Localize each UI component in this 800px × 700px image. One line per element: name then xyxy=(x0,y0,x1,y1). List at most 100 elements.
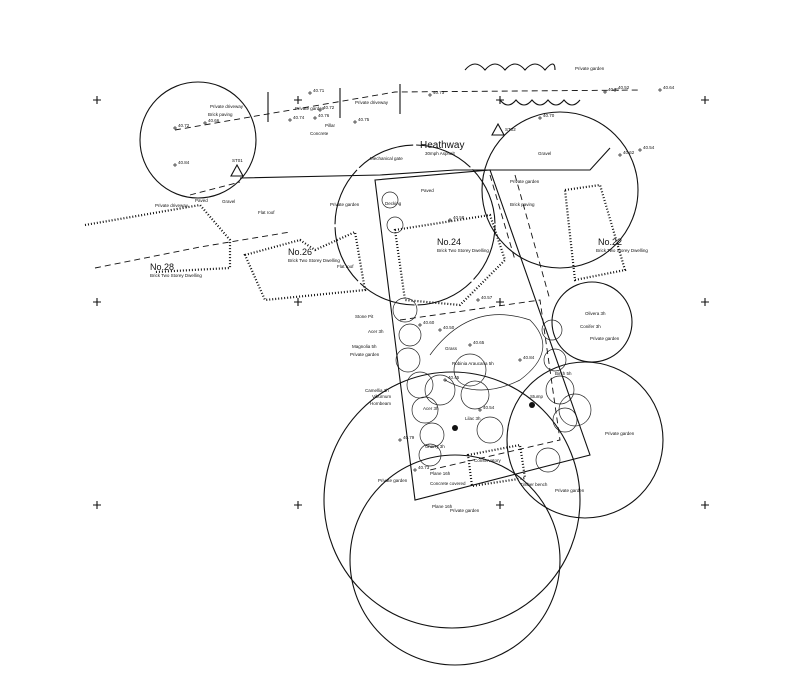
tree-stump xyxy=(529,402,535,408)
tree-label: Cherry 3h xyxy=(425,444,445,449)
level-mark-icon xyxy=(613,88,617,92)
tree-label: Olivera 3h xyxy=(585,311,606,316)
front-boundary xyxy=(239,147,611,179)
station-label: ST02 xyxy=(505,127,516,132)
spot-level: 40.62 xyxy=(623,150,635,155)
spot-level: 40.54 xyxy=(483,405,495,410)
level-mark-icon xyxy=(603,90,607,94)
grid-cross-icon xyxy=(93,501,101,509)
spot-level: 40.79 xyxy=(403,435,415,440)
house-label: No.22 xyxy=(598,237,622,247)
garden-boundary xyxy=(399,299,561,471)
spot-level: 40.50 xyxy=(443,325,455,330)
area-label: Private garden xyxy=(378,478,408,483)
spot-level: 40.72 xyxy=(323,105,335,110)
spot-level: 40.64 xyxy=(663,85,675,90)
area-label: Private driveway xyxy=(155,203,189,208)
boundary-line xyxy=(189,181,241,196)
tree-canopy xyxy=(506,361,664,519)
tree-stump xyxy=(452,425,458,431)
boundaries xyxy=(84,84,641,501)
spot-level: 40.76 xyxy=(318,113,330,118)
house-desc: Brick Two Storey Dwelling xyxy=(596,248,648,253)
spot-level: 40.73 xyxy=(433,90,445,95)
grid-cross-icon xyxy=(294,298,302,306)
level-mark-icon xyxy=(538,116,542,120)
level-mark-icon xyxy=(478,408,482,412)
level-mark-icon xyxy=(468,343,472,347)
station-marker-icon xyxy=(230,163,244,177)
path-line xyxy=(489,174,551,301)
spot-level: 40.58 xyxy=(453,215,465,220)
tree-canopy xyxy=(386,216,404,234)
spot-level: 40.74 xyxy=(293,115,305,120)
tree-canopy xyxy=(460,380,490,410)
level-mark-icon xyxy=(173,163,177,167)
tree-canopy xyxy=(476,416,504,444)
area-label: Private garden xyxy=(350,352,380,357)
tree-canopy xyxy=(453,353,487,387)
spot-level: 40.71 xyxy=(608,87,620,92)
tree-canopy xyxy=(411,396,439,424)
tree-label: Lilac 3h xyxy=(465,416,481,421)
house-desc: Brick Two Storey Dwelling xyxy=(288,258,340,263)
spot-level: 40.71 xyxy=(313,88,325,93)
area-label: Brick paving xyxy=(208,112,233,117)
grid-cross-icon xyxy=(701,96,709,104)
spot-level: 40.84 xyxy=(178,160,190,165)
tree-canopy xyxy=(535,447,561,473)
area-label: Concrete xyxy=(310,131,329,136)
conservatory-outline xyxy=(466,443,527,488)
tree-label: Birch 5h xyxy=(555,371,572,376)
area-label: Paved xyxy=(195,198,208,203)
tree-label: Camellia 3h xyxy=(365,388,389,393)
house-desc: Brick Two Storey Dwelling xyxy=(437,248,489,253)
tree-label: Acer 3h xyxy=(368,329,384,334)
area-label: Paved xyxy=(421,188,434,193)
house-no22 xyxy=(563,183,627,282)
area-label: Brick paving xyxy=(510,202,535,207)
level-mark-icon xyxy=(518,358,522,362)
grid-cross-icon xyxy=(93,96,101,104)
labels: Heathway 30mph Asphalt No.28 Brick Two S… xyxy=(150,66,648,513)
hedge xyxy=(499,99,581,106)
tree-canopy xyxy=(481,111,639,269)
area-label: Private driveway xyxy=(210,104,244,109)
spot-level: 40.75 xyxy=(358,117,370,122)
level-mark-icon xyxy=(353,120,357,124)
level-mark-icon xyxy=(288,118,292,122)
area-label: Private garden xyxy=(575,66,605,71)
area-label: Mechanical gate xyxy=(370,156,403,161)
hedge xyxy=(464,63,556,71)
station-marker-icon xyxy=(491,122,505,136)
level-mark-icon xyxy=(398,438,402,442)
spot-level: 40.57 xyxy=(481,295,493,300)
level-mark-icon xyxy=(308,91,312,95)
area-label: Private garden xyxy=(555,488,585,493)
boundary-line xyxy=(94,231,291,269)
level-mark-icon xyxy=(638,148,642,152)
area-label: Gravel xyxy=(538,151,551,156)
tree-canopy xyxy=(323,371,581,629)
tree-canopy xyxy=(381,191,399,209)
area-label: Pillar xyxy=(325,123,336,128)
level-mark-icon xyxy=(618,153,622,157)
area-label: Private garden xyxy=(295,106,325,111)
spot-level: 40.60 xyxy=(423,320,435,325)
tree-canopy xyxy=(558,393,592,427)
tree-label: Conifer 3h xyxy=(580,324,601,329)
grid-cross-icon xyxy=(701,298,709,306)
grid-cross-icon xyxy=(496,298,504,306)
area-label: Private garden xyxy=(590,336,620,341)
fence xyxy=(267,84,401,122)
level-mark-icon xyxy=(476,298,480,302)
tree-canopy xyxy=(395,347,421,373)
tree-canopy xyxy=(543,348,567,372)
area-label: Concrete covered xyxy=(430,481,466,486)
tree-label: Robinia Araucaria 5h xyxy=(452,361,494,366)
level-mark-icon xyxy=(173,126,177,130)
tree-label: Magnolia 5h xyxy=(352,344,377,349)
tree-label: Plane 16h xyxy=(432,504,453,509)
boundary-line xyxy=(174,89,641,131)
level-mark-icon xyxy=(413,468,417,472)
